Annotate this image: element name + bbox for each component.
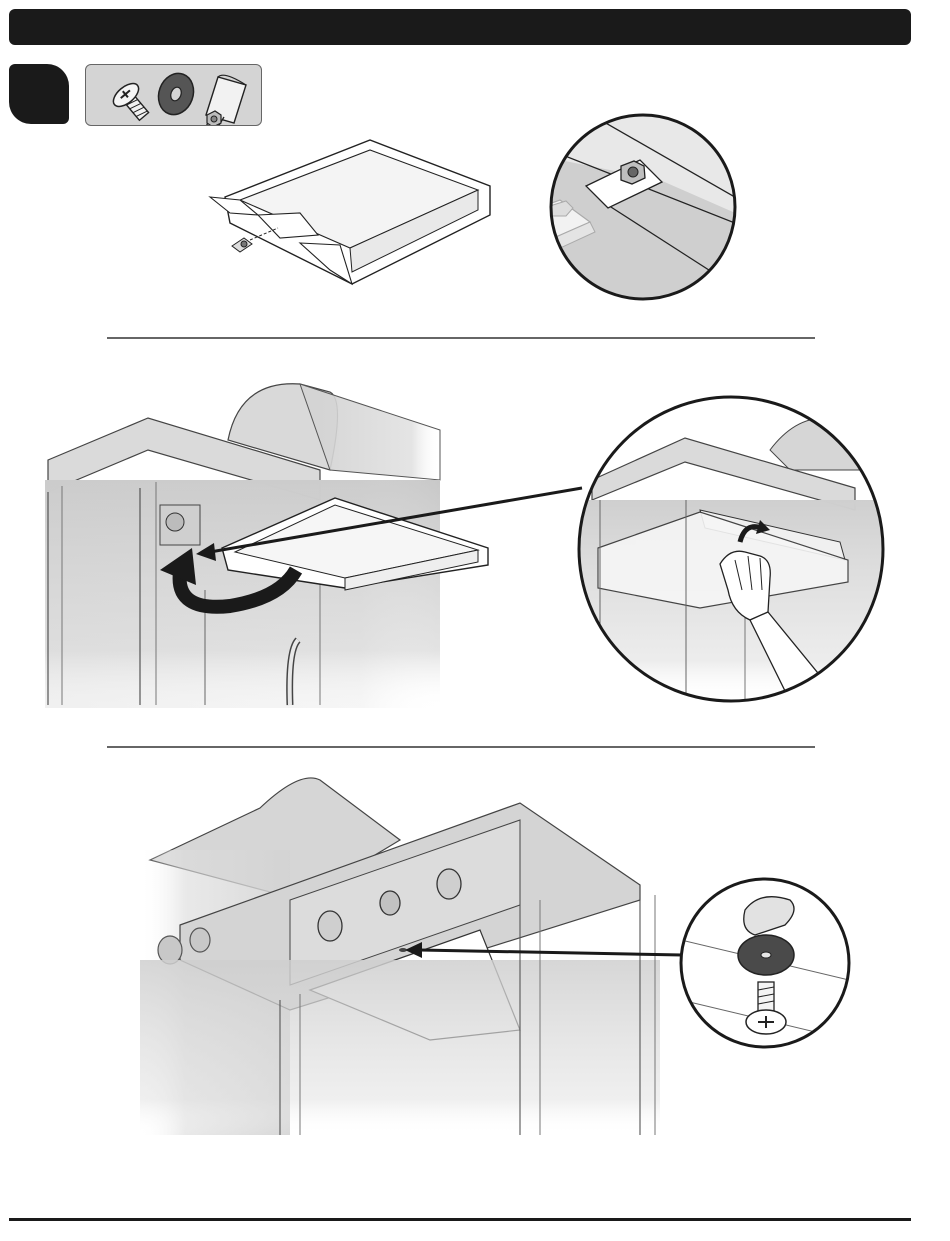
grill-frame-icon xyxy=(45,384,582,708)
screw-detail-circle xyxy=(681,879,849,1047)
footer-rule xyxy=(9,1218,911,1221)
grill-front-icon xyxy=(140,778,682,1135)
clip-detail-circle xyxy=(510,114,740,300)
clip-icon xyxy=(232,238,252,252)
drip-tray-icon xyxy=(210,140,490,284)
insert-detail-circle xyxy=(579,397,883,701)
